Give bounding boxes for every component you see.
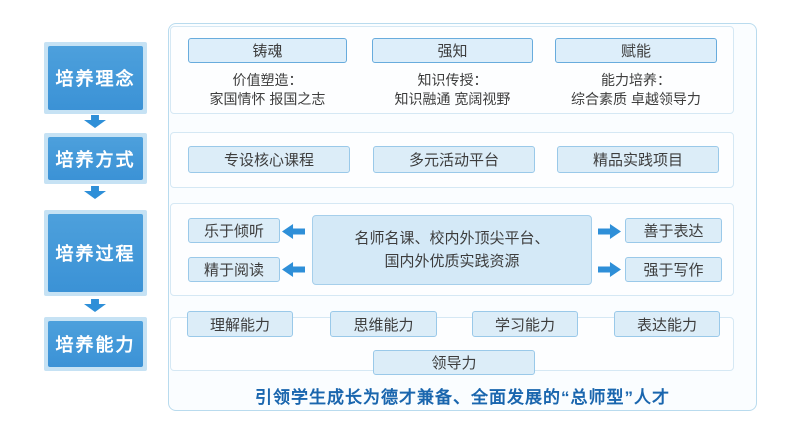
- stage-label: 培养能力: [48, 321, 143, 367]
- ability-chip: 学习能力: [472, 311, 578, 337]
- concept-desc-line1: 知识传授：: [417, 72, 488, 88]
- concept-desc-line2: 综合素质 卓越领导力: [571, 91, 701, 107]
- stage-box-concept: 培养理念: [44, 42, 147, 114]
- process-center-box: 名师名课、校内外顶尖平台、 国内外优质实践资源: [312, 215, 592, 285]
- footer-slogan: 引领学生成长为德才兼备、全面发展的“总师型”人才: [255, 388, 670, 407]
- ability-chip: 思维能力: [330, 311, 437, 337]
- concept-pill: 铸魂: [188, 38, 347, 63]
- down-arrow-icon: [84, 186, 106, 199]
- concept-description: 能力培养： 综合素质 卓越领导力: [545, 71, 727, 109]
- ability-chip-leadership: 领导力: [373, 350, 535, 375]
- stage-label: 培养方式: [48, 137, 143, 180]
- process-chip-left: 乐于倾听: [188, 218, 280, 243]
- process-chip-right: 强于写作: [625, 257, 722, 282]
- concept-pill: 赋能: [555, 38, 717, 63]
- process-center-line2: 国内外优质实践资源: [384, 253, 520, 270]
- process-center-line1: 名师名课、校内外顶尖平台、: [354, 230, 550, 247]
- concept-desc-line1: 价值塑造：: [232, 72, 303, 88]
- process-chip-left: 精于阅读: [188, 257, 280, 282]
- down-arrow-icon: [84, 115, 106, 128]
- stage-label: 培养过程: [48, 214, 143, 292]
- process-chip-right: 善于表达: [625, 218, 722, 243]
- method-chip: 精品实践项目: [557, 146, 719, 173]
- concept-desc-line2: 知识融通 宽阔视野: [394, 91, 511, 107]
- concept-description: 知识传授： 知识融通 宽阔视野: [372, 71, 533, 109]
- ability-chip: 表达能力: [614, 311, 720, 337]
- concept-desc-line2: 家国情怀 报国之志: [209, 91, 326, 107]
- ability-chip: 理解能力: [187, 311, 293, 337]
- method-chip: 专设核心课程: [188, 146, 350, 173]
- stage-box-process: 培养过程: [44, 210, 147, 296]
- down-arrow-icon: [84, 299, 106, 312]
- stage-box-ability: 培养能力: [44, 317, 147, 371]
- concept-description: 价值塑造： 家国情怀 报国之志: [188, 71, 347, 109]
- concept-pill: 强知: [372, 38, 533, 63]
- method-chip: 多元活动平台: [373, 146, 535, 173]
- stage-box-method: 培养方式: [44, 133, 147, 184]
- stage-label: 培养理念: [48, 46, 143, 110]
- concept-desc-line1: 能力培养：: [601, 72, 671, 88]
